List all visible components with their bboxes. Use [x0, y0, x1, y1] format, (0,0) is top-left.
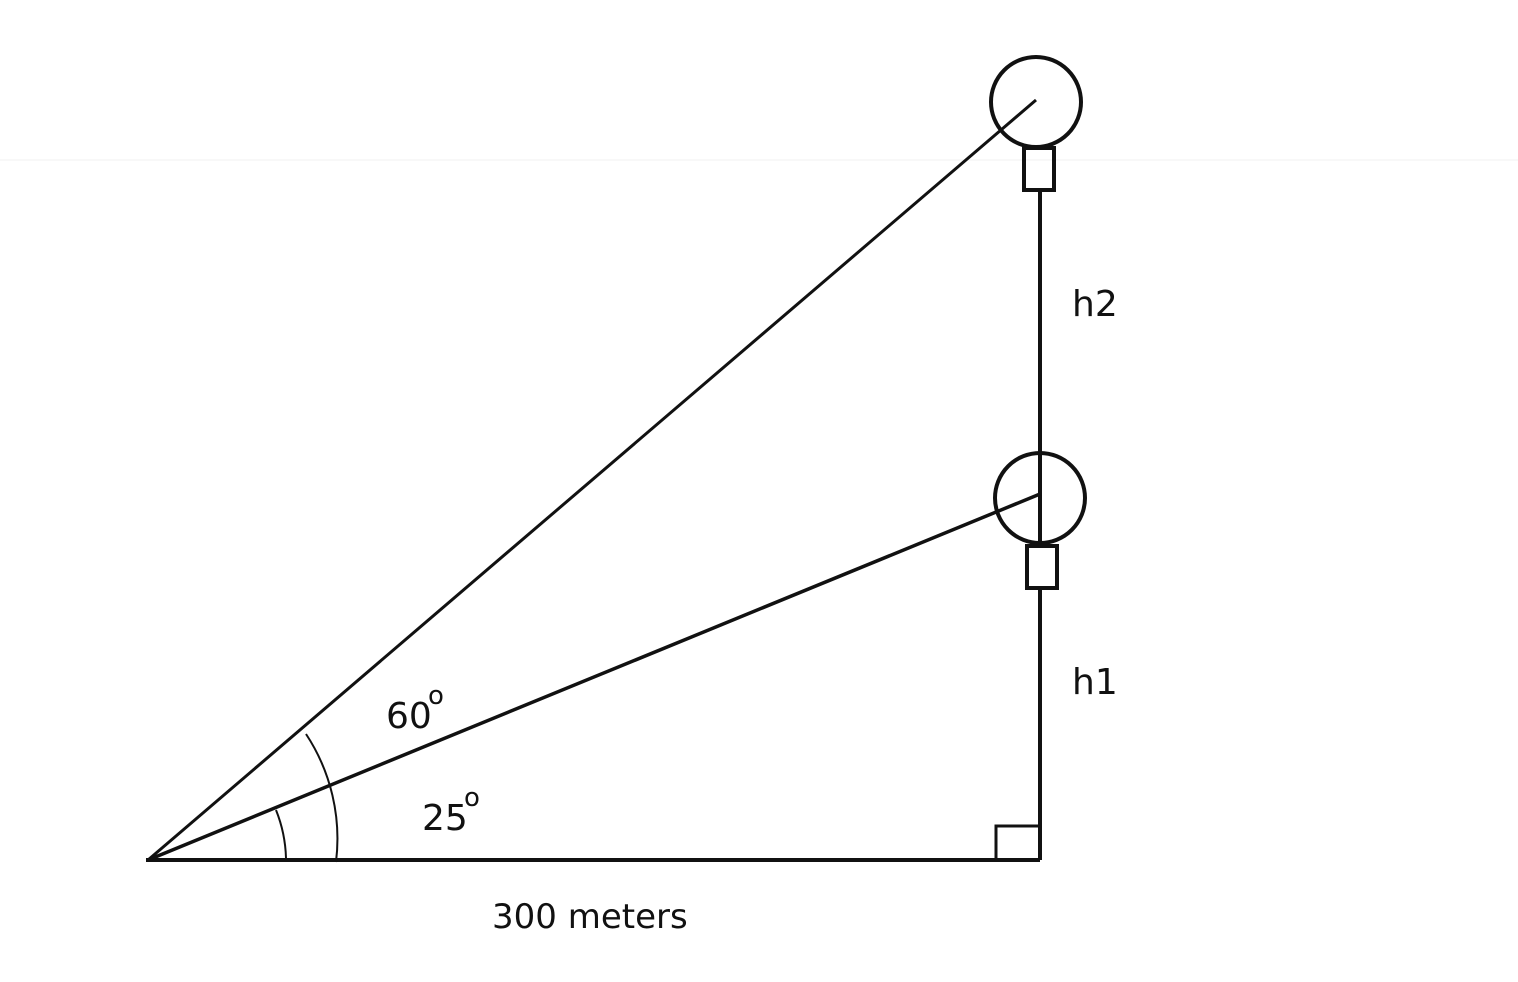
balloon-lower-icon [993, 451, 1087, 545]
balloon-upper-basket-icon [1022, 146, 1056, 192]
label-h2: h2 [1072, 284, 1118, 325]
balloon-upper-icon [989, 55, 1083, 149]
label-base-distance: 300 meters [492, 897, 688, 937]
label-angle-25: 25 [422, 798, 468, 839]
right-angle-marker [994, 824, 1040, 860]
angle-arc-25 [275, 809, 287, 859]
balloon-lower-basket-icon [1025, 544, 1059, 590]
sightline-lower [147, 492, 1041, 862]
label-angle-60: 60 [386, 696, 432, 737]
angle-arc-60 [305, 733, 339, 863]
label-angle-25-degree: o [464, 783, 480, 813]
label-angle-60-degree: o [428, 681, 444, 711]
sightline-upper [147, 98, 1037, 862]
label-h1: h1 [1072, 662, 1118, 703]
